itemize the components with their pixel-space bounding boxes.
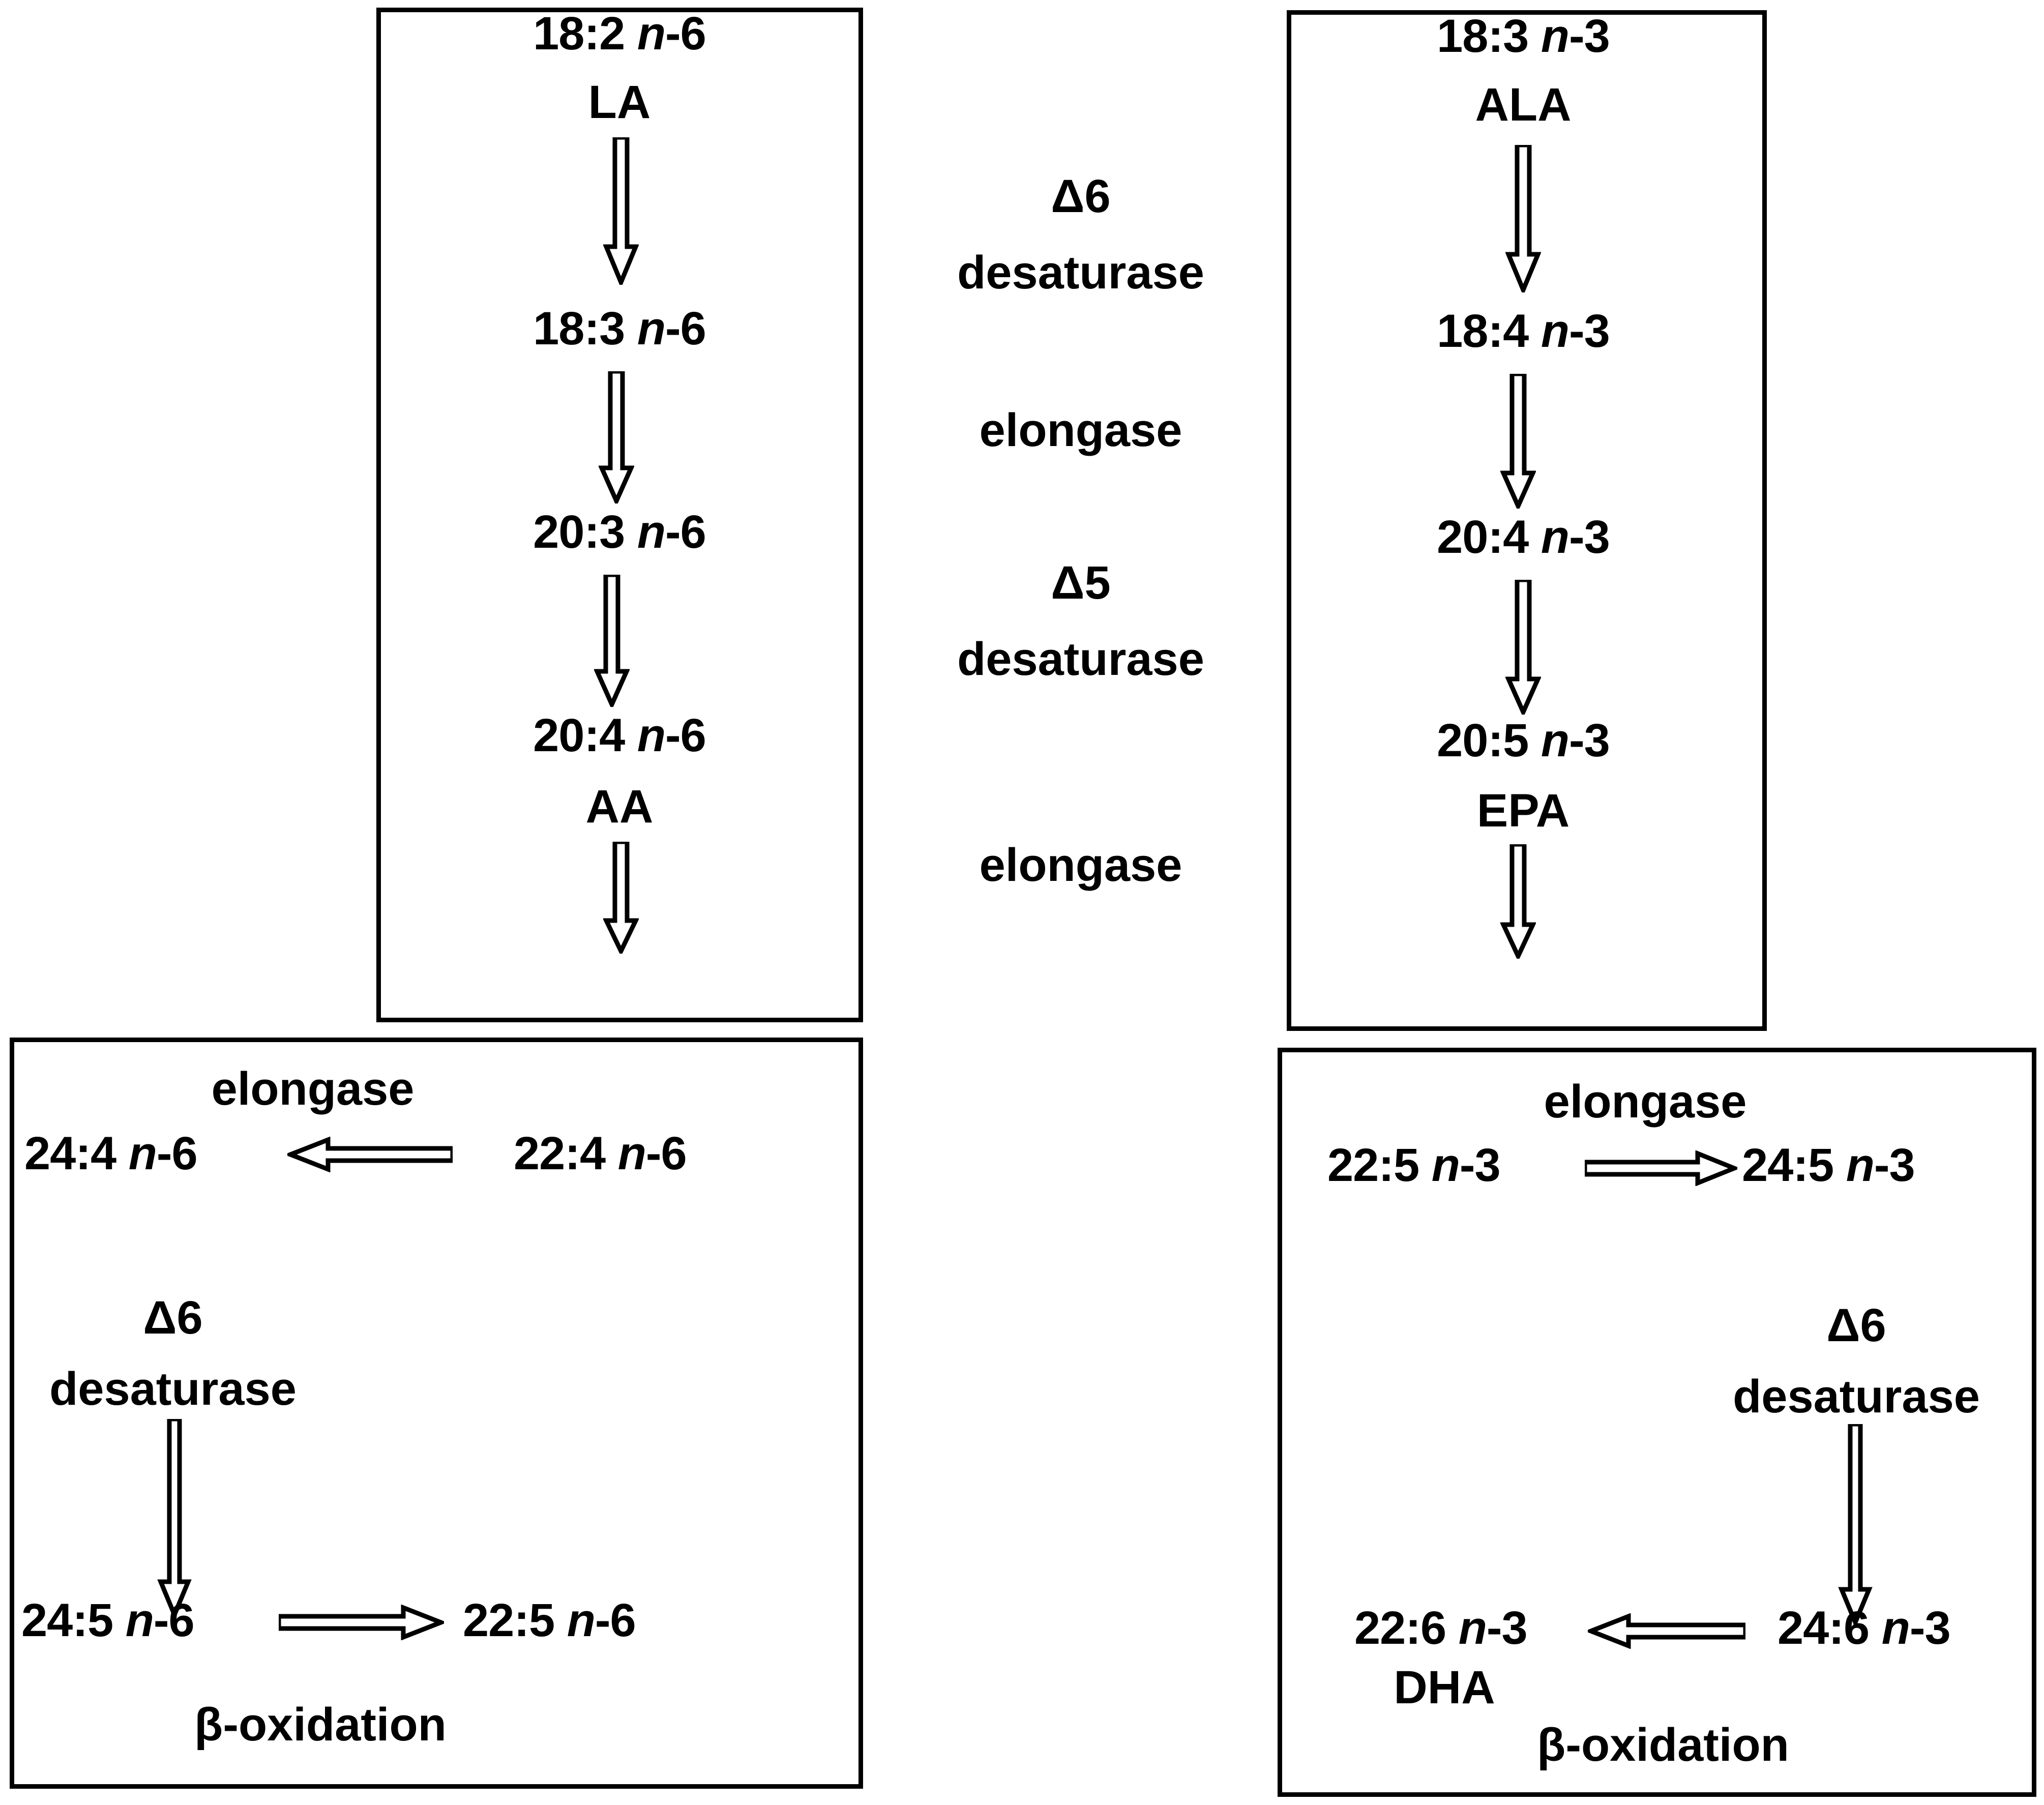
- node-22-6-n3: 22:6 n-3: [1354, 1602, 1528, 1654]
- node-20-3-n6: 20:3 n-6: [533, 506, 706, 558]
- arrow-18-4-n3-to-20-4-n3: [1500, 374, 1536, 509]
- arrow-22-4-n6-to-24-4-n6: [287, 1137, 453, 1172]
- n6-lower-desaturase-symbol: Δ6: [143, 1292, 203, 1344]
- arrow-20-3-n6-to-20-4-n6: [594, 575, 630, 707]
- center-enzyme-delta6-symbol: Δ6: [1051, 170, 1111, 222]
- node-20-4-n6: 20:4 n-6: [533, 709, 706, 761]
- node-24-5-n6: 24:5 n-6: [21, 1594, 195, 1646]
- node-22-5-n3: 22:5 n-3: [1327, 1139, 1501, 1191]
- center-enzyme-delta5-symbol: Δ5: [1051, 557, 1111, 609]
- arrow-la-to-18-3-n6: [603, 137, 639, 285]
- node-18-3-n3: 18:3 n-3: [1437, 10, 1610, 62]
- arrow-24-5-n3-to-24-6-n3: [1838, 1424, 1873, 1625]
- arrow-24-5-n6-to-22-5-n6: [279, 1605, 444, 1640]
- arrow-ala-to-18-4-n3: [1505, 145, 1541, 292]
- center-enzyme-delta6-word: desaturase: [957, 247, 1204, 299]
- center-enzyme-delta5-word: desaturase: [957, 633, 1204, 685]
- abbr-epa: EPA: [1476, 785, 1570, 837]
- node-18-4-n3: 18:4 n-3: [1437, 305, 1610, 357]
- abbr-ala: ALA: [1475, 79, 1572, 131]
- n3-beta-oxidation-label: β-oxidation: [1537, 1719, 1789, 1771]
- node-24-6-n3: 24:6 n-3: [1778, 1602, 1951, 1654]
- node-22-4-n6: 22:4 n-6: [514, 1128, 687, 1179]
- abbr-aa: AA: [585, 781, 654, 833]
- n6-lower-desaturase-word: desaturase: [49, 1363, 297, 1415]
- n6-beta-oxidation-label: β-oxidation: [194, 1699, 447, 1751]
- node-22-5-n6: 22:5 n-6: [463, 1594, 636, 1646]
- node-20-5-n3: 20:5 n-3: [1437, 715, 1610, 766]
- node-18-3-n6: 18:3 n-6: [533, 303, 706, 354]
- n3-lower-desaturase-symbol: Δ6: [1826, 1299, 1886, 1351]
- node-18-2-n6: 18:2 n-6: [533, 8, 706, 60]
- n3-lower-desaturase-word: desaturase: [1733, 1371, 1980, 1423]
- n3-lower-elongase-label: elongase: [1544, 1076, 1747, 1128]
- center-enzyme-elongase-2: elongase: [979, 839, 1182, 891]
- node-20-4-n3: 20:4 n-3: [1437, 511, 1610, 563]
- abbr-dha: DHA: [1394, 1662, 1495, 1713]
- arrow-24-4-n6-to-24-5-n6: [157, 1419, 192, 1617]
- n6-lower-elongase-label: elongase: [211, 1063, 414, 1115]
- arrow-22-5-n3-to-24-5-n3: [1585, 1150, 1737, 1186]
- arrow-24-6-n3-to-22-6-n3: [1588, 1613, 1745, 1649]
- arrow-18-3-n6-to-20-3-n6: [599, 371, 634, 504]
- arrow-20-4-n3-to-20-5-n3: [1505, 580, 1541, 715]
- node-24-4-n6: 24:4 n-6: [24, 1128, 198, 1179]
- abbr-la: LA: [588, 76, 651, 128]
- center-enzyme-elongase-1: elongase: [979, 404, 1182, 456]
- node-24-5-n3: 24:5 n-3: [1742, 1139, 1915, 1191]
- arrow-aa-to-22-4-n6: [603, 842, 639, 954]
- arrow-epa-to-22-5-n3: [1500, 844, 1536, 959]
